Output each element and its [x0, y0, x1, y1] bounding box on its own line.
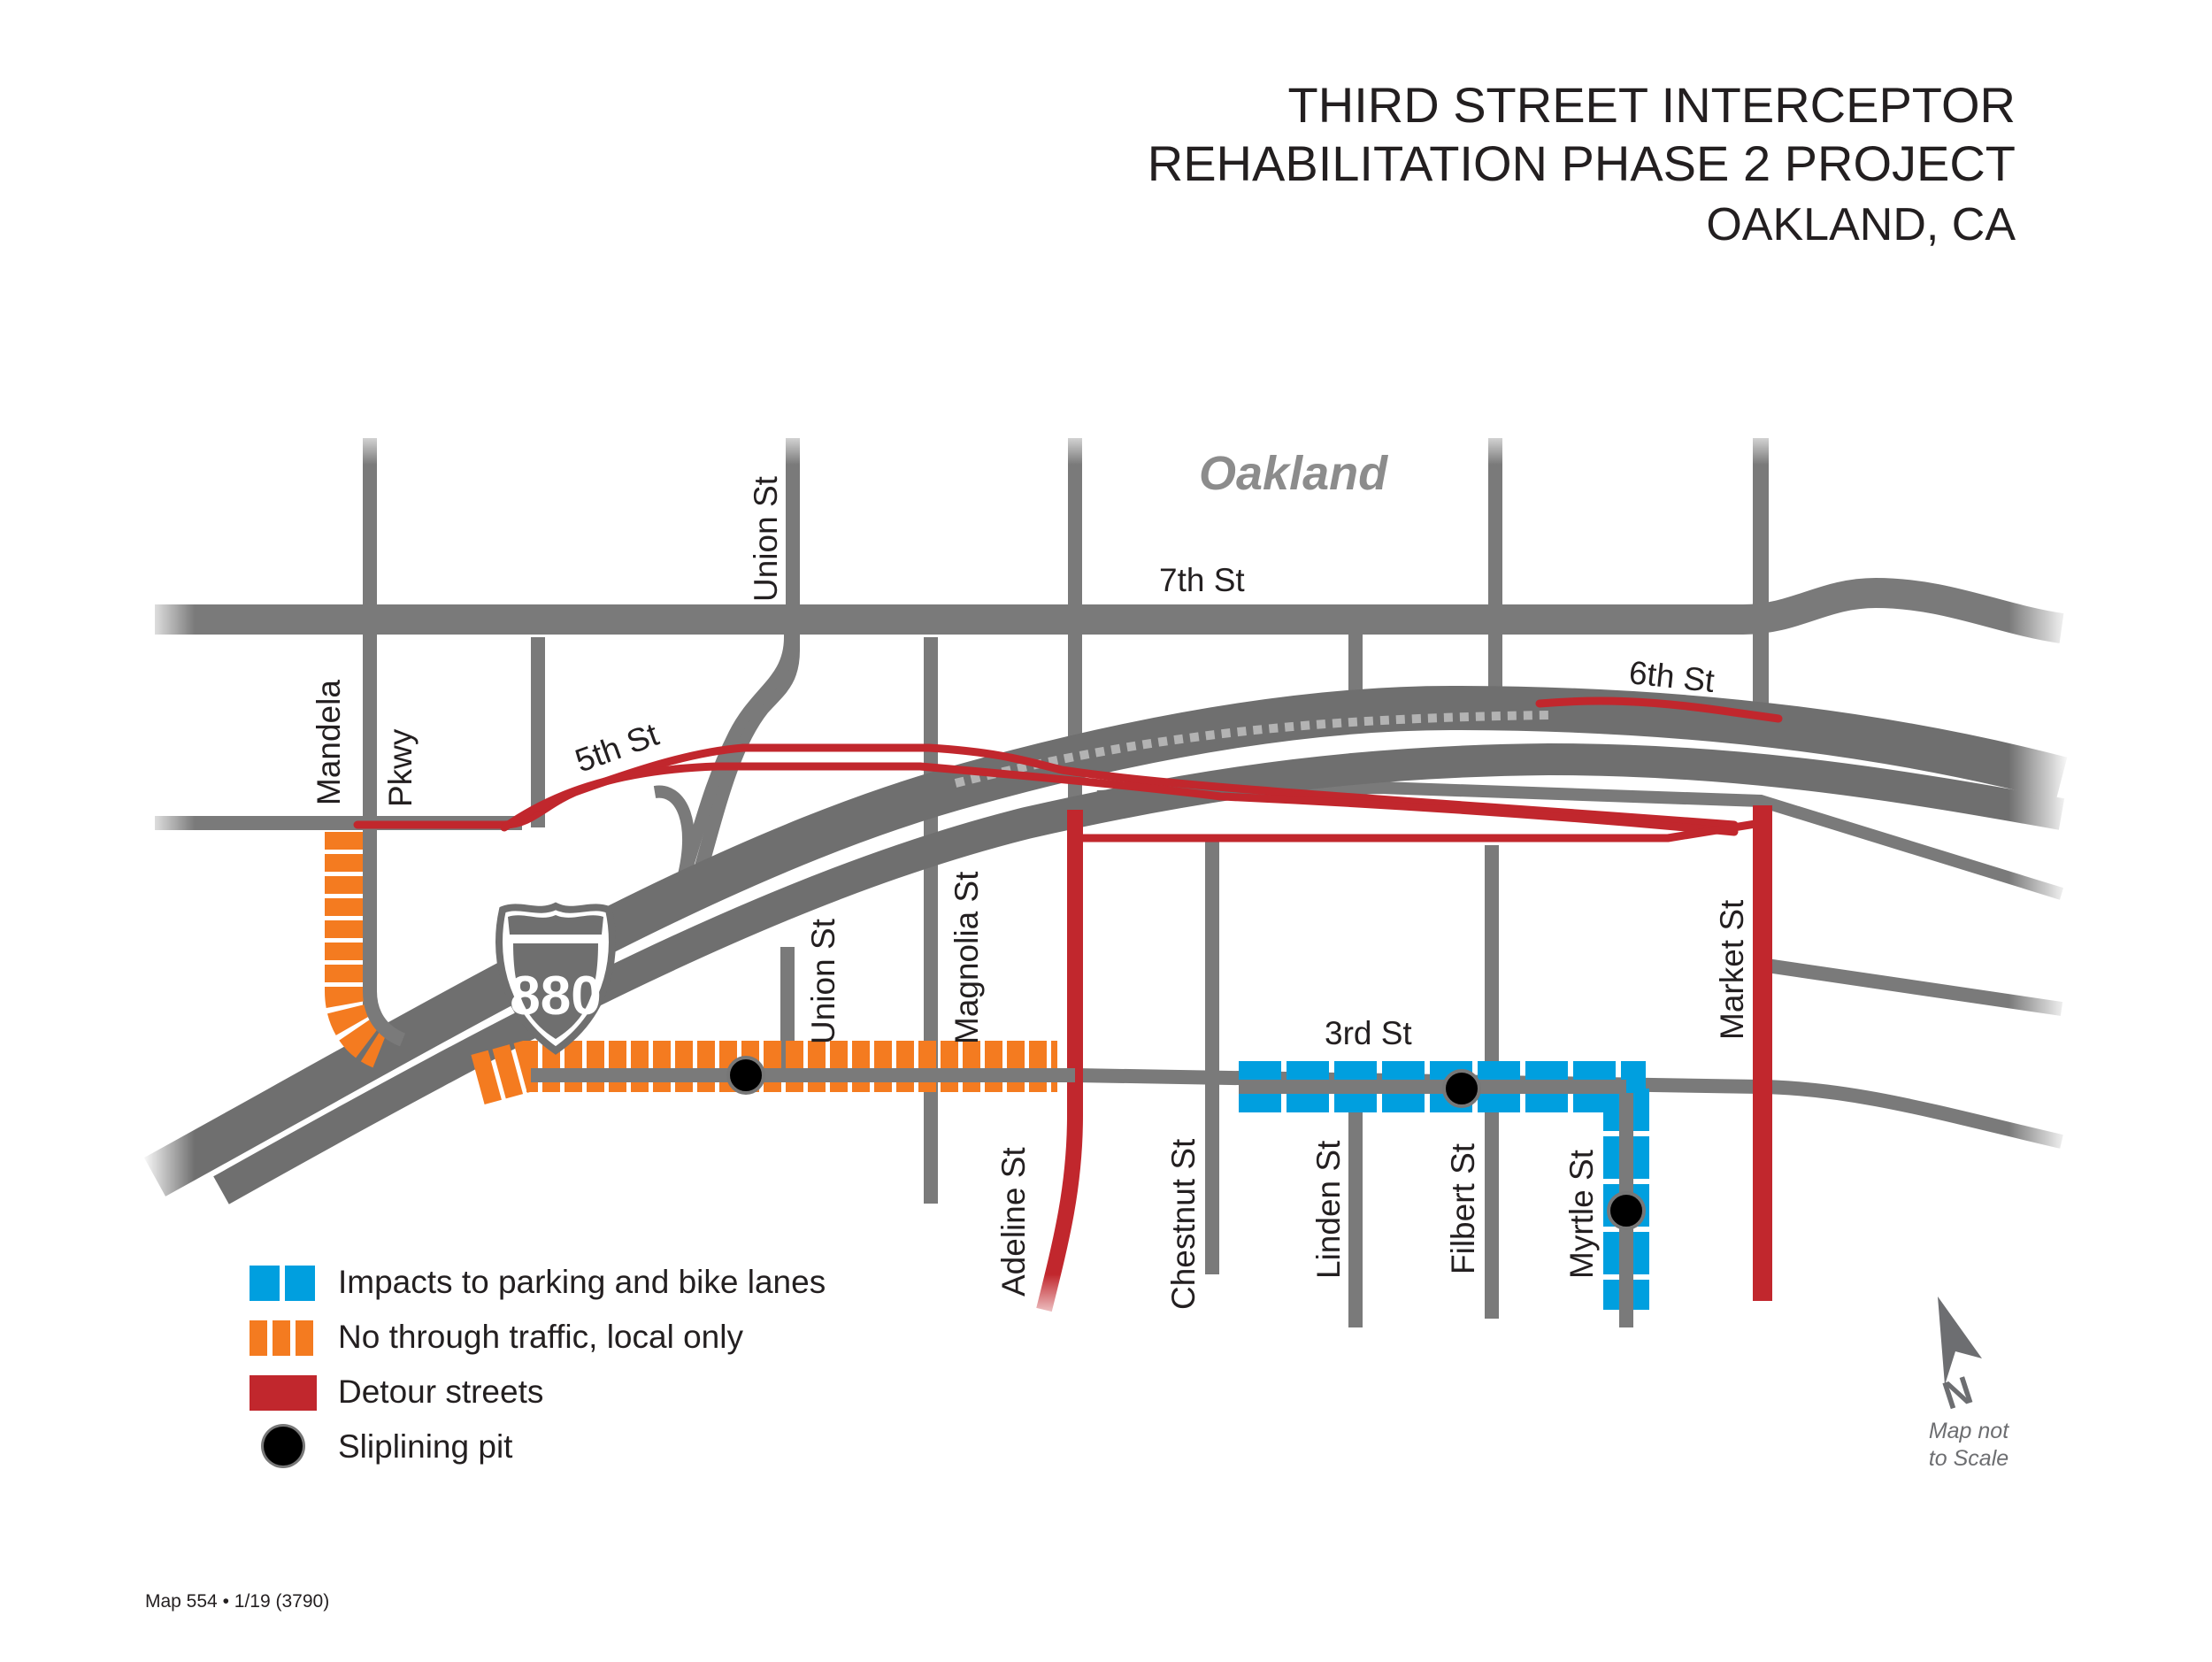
road-union-st-north	[692, 438, 800, 879]
detour-5th-st	[500, 762, 1739, 836]
label-pkwy: Pkwy	[382, 728, 419, 807]
scale-note-line-1: Map not	[1929, 1419, 2009, 1443]
label-linden-st: Linden St	[1310, 1140, 1347, 1279]
legend-swatch-orange	[250, 1320, 317, 1356]
label-adeline-st: Adeline St	[995, 1147, 1032, 1297]
label-6th-st: 6th St	[1627, 654, 1717, 699]
footer-date-code: 1/19 (3790)	[234, 1591, 330, 1612]
label-magnolia-st: Magnolia St	[949, 871, 985, 1044]
fade-right	[2008, 531, 2070, 1239]
street-grid	[155, 438, 2064, 1327]
fade-bottom	[973, 1274, 1239, 1327]
sliplining-pit-filbert	[1442, 1069, 1481, 1108]
sliplining-pits	[726, 1056, 1646, 1230]
north-arrow: N	[1938, 1297, 1982, 1419]
fade-left	[142, 531, 195, 1239]
legend-label: Sliplining pit	[338, 1428, 513, 1465]
legend-label: No through traffic, local only	[338, 1319, 743, 1355]
label-filbert-st: Filbert St	[1445, 1143, 1481, 1274]
detour-6th-st	[1535, 696, 1783, 723]
label-chestnut-st: Chestnut St	[1165, 1138, 1202, 1310]
footer-separator: •	[222, 1591, 229, 1612]
label-union-st-south: Union St	[805, 918, 841, 1044]
detour-adeline-to-market	[1071, 819, 1765, 843]
local-only-segments	[325, 832, 1057, 1104]
label-market-st: Market St	[1714, 899, 1750, 1040]
legend-label: Detour streets	[338, 1373, 544, 1410]
detour-adeline-st	[1036, 810, 1083, 1312]
road-7th-st	[155, 577, 2064, 643]
label-7th-st: 7th St	[1159, 562, 1245, 598]
map-title-line-1: THIRD STREET INTERCEPTOR	[1287, 77, 2016, 133]
north-arrow-letter: N	[1938, 1368, 1978, 1418]
map-footer: Map 554 • 1/19 (3790)	[145, 1591, 329, 1612]
map-title-line-2: REHABILITATION PHASE 2 PROJECT	[1147, 135, 2016, 191]
legend-swatch-blue	[250, 1266, 317, 1301]
legend-dot-icon	[264, 1427, 303, 1466]
roads-over-local	[363, 832, 1075, 1082]
label-myrtle-st: Myrtle St	[1563, 1149, 1600, 1279]
scale-note-line-2: to Scale	[1929, 1446, 2008, 1471]
map-title-location: OAKLAND, CA	[1706, 199, 2016, 250]
local-only-mandela	[325, 832, 389, 1068]
label-union-st-north: Union St	[748, 475, 784, 602]
legend-swatch-red	[250, 1375, 317, 1411]
interstate-880-shield: 880	[495, 902, 616, 1055]
city-label: Oakland	[1199, 447, 1388, 500]
legend-label: Impacts to parking and bike lanes	[338, 1264, 826, 1300]
label-3rd-st: 3rd St	[1325, 1015, 1412, 1051]
shield-number: 880	[510, 966, 601, 1027]
sliplining-pit-myrtle	[1607, 1191, 1646, 1230]
road-union-ramp	[675, 619, 796, 888]
sliplining-pit-union	[726, 1056, 765, 1095]
road-ramp-loop	[653, 785, 695, 887]
label-mandela: Mandela	[311, 680, 347, 805]
local-only-3rd-st	[471, 1041, 1057, 1104]
footer-map-id: Map 554	[145, 1591, 218, 1612]
fade-top	[265, 425, 1858, 465]
